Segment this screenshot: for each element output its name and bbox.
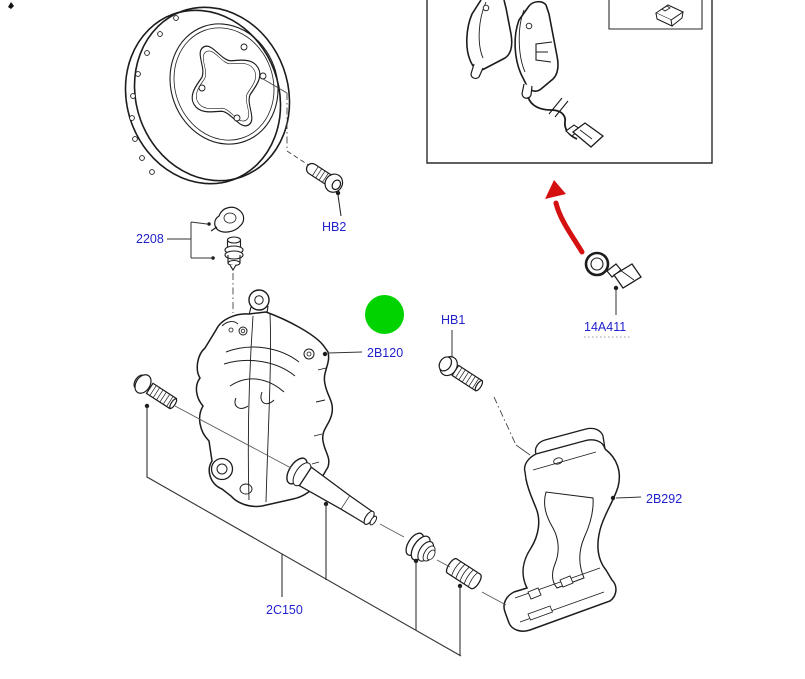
- guide-pin-bolt-drawing[interactable]: [130, 371, 180, 413]
- anchor-bolt-hb1-drawing[interactable]: [435, 330, 486, 395]
- green-dot-marker: [365, 295, 404, 334]
- label-bracket-2208: [167, 221, 215, 260]
- guide-pin-drawing[interactable]: [283, 455, 383, 534]
- sensor-wire-drawing: [527, 96, 605, 148]
- hb1-axis-line: [493, 396, 531, 456]
- bracket-leader-line: [610, 495, 642, 501]
- detail-inset-box: [426, 0, 713, 164]
- guide-pin-bushing-drawing[interactable]: [402, 529, 441, 567]
- brake-caliper-2b120-drawing[interactable]: [195, 289, 334, 508]
- guide-pin-boot-drawing[interactable]: [445, 557, 484, 590]
- wear-indicator-14a411-drawing[interactable]: [584, 251, 642, 315]
- part-label-hb1[interactable]: HB1: [441, 313, 465, 327]
- bleed-screw-2208-drawing[interactable]: [210, 206, 245, 272]
- caliper-anchor-bracket-2b292-drawing[interactable]: [503, 427, 621, 632]
- red-curved-arrow: [545, 180, 585, 255]
- hb2-leader-line: [262, 78, 311, 167]
- part-label-2208[interactable]: 2208: [136, 232, 164, 246]
- pin-kit-bracket-lines: [144, 403, 463, 657]
- part-label-14a411[interactable]: 14A411: [584, 320, 626, 334]
- part-label-2b292[interactable]: 2B292: [646, 492, 682, 506]
- corner-artifact: [8, 2, 14, 9]
- part-label-2b120[interactable]: 2B120: [367, 346, 403, 360]
- disc-retaining-bolt-hb2-drawing[interactable]: [302, 158, 346, 217]
- assembly-axis-lines: [174, 405, 507, 606]
- caliper-leader-line: [322, 351, 363, 357]
- brake-pads-drawing[interactable]: [466, 0, 559, 99]
- sensor-clip-drawing: [654, 4, 685, 27]
- brake-disc-drawing[interactable]: [101, 0, 313, 206]
- part-label-2c150[interactable]: 2C150: [266, 603, 303, 617]
- part-label-hb2[interactable]: HB2: [322, 220, 346, 234]
